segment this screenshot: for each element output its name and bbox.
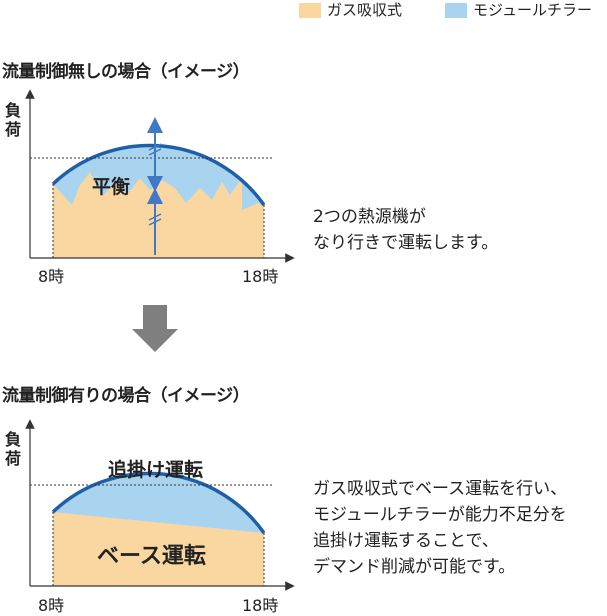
- bottom-x-tick-start: 8時: [38, 596, 65, 615]
- bottom-gas-area: [53, 512, 264, 586]
- bottom-description-line-3: 追掛け運転することで、: [313, 531, 499, 551]
- top-panel-heading: 流量制御無しの場合（イメージ）: [2, 62, 250, 82]
- top-description-line-2: なり行きで運転します。: [313, 233, 499, 253]
- bottom-description-line-1: ガス吸収式でベース運転を行い、: [313, 479, 568, 499]
- bottom-chase-label: 追掛け運転: [108, 459, 204, 481]
- top-panel-chart: [25, 89, 295, 263]
- bottom-panel-heading: 流量制御有りの場合（イメージ）: [2, 386, 250, 406]
- top-load-curve: [51, 143, 266, 207]
- legend-swatch-gas: [299, 3, 321, 18]
- legend-label-modular: モジュールチラー: [473, 1, 592, 19]
- top-break-mark-2: [148, 213, 162, 226]
- top-x-tick-start: 8時: [38, 267, 65, 286]
- top-description: 2つの熱源機が なり行きで運転します。: [313, 204, 498, 256]
- bottom-description-line-4: デマンド削減が可能です。: [313, 557, 516, 577]
- legend-swatch-modular: [445, 3, 467, 18]
- top-x-tick-end: 18時: [242, 267, 279, 286]
- legend-label-gas: ガス吸収式: [327, 1, 403, 19]
- down-arrow-icon: [132, 305, 178, 352]
- top-y-axis-label-2: 荷: [5, 120, 22, 139]
- bottom-y-axis-label-1: 負: [5, 430, 22, 449]
- bottom-base-label: ベース運転: [97, 544, 206, 569]
- top-break-mark-1: [148, 143, 162, 156]
- bottom-panel-chart: [25, 419, 295, 591]
- bottom-description: ガス吸収式でベース運転を行い、 モジュールチラーが能力不足分を 追掛け運転するこ…: [313, 476, 567, 580]
- top-balance-label: 平衡: [92, 176, 131, 198]
- top-description-line-1: 2つの熱源機が: [313, 207, 426, 227]
- top-y-axis-label-1: 負: [5, 101, 22, 120]
- bottom-x-tick-end: 18時: [242, 596, 279, 615]
- bottom-description-line-2: モジュールチラーが能力不足分を: [313, 505, 567, 525]
- bottom-load-curve: [51, 471, 266, 535]
- bottom-y-axis-label-2: 荷: [5, 449, 22, 468]
